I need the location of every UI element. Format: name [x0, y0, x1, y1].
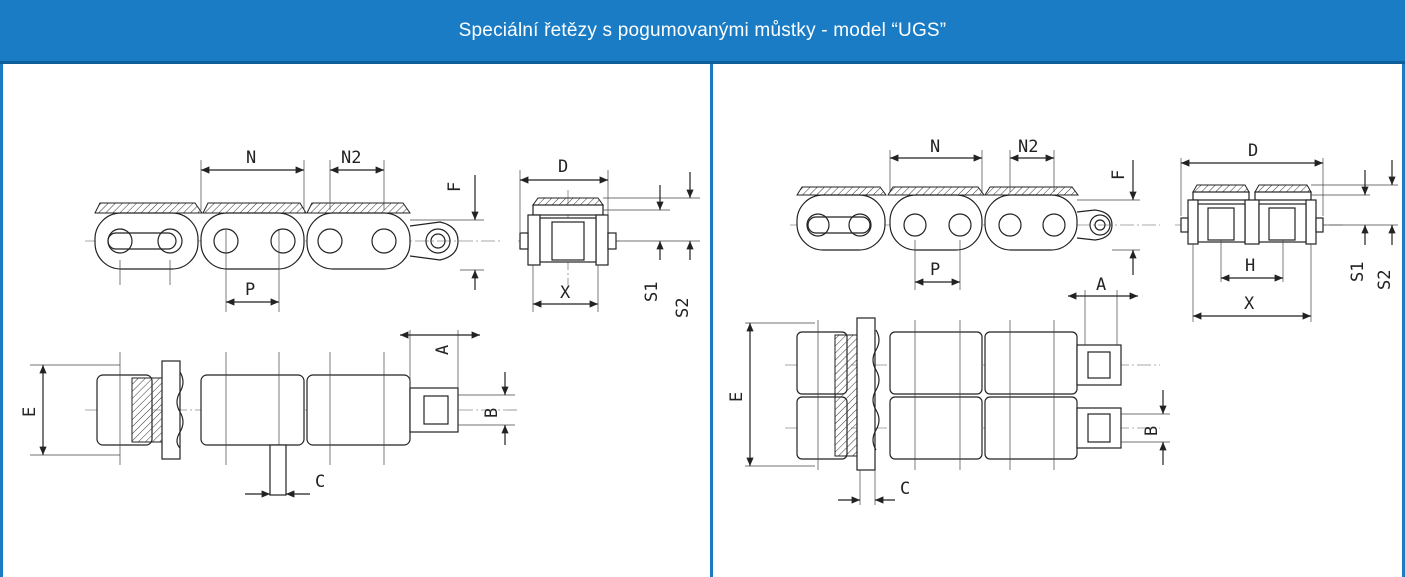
dim-label-p: P — [245, 280, 255, 300]
left-dimension-n: N — [201, 148, 304, 174]
dim-label-b: B — [482, 408, 502, 418]
dim-label-x: X — [560, 283, 571, 303]
dim-label-x-right: X — [1244, 294, 1255, 314]
dim-label-n2-right: N2 — [1018, 137, 1038, 157]
right-dimension-d: D — [1181, 141, 1323, 167]
header-bar: Speciální řetězy s pogumovanými můstky -… — [0, 0, 1405, 64]
dim-label-s1-right: S1 — [1348, 262, 1368, 282]
left-dimension-c: C — [245, 472, 325, 498]
left-dimension-e: E — [20, 365, 47, 455]
panel-divider — [710, 64, 713, 577]
left-dimension-s1: S1 — [642, 185, 664, 302]
right-chain-top-view — [745, 290, 1170, 505]
right-dimension-s2: S2 — [1375, 160, 1396, 290]
right-dimension-n2: N2 — [1010, 137, 1054, 162]
left-dimension-x: X — [533, 283, 598, 308]
dim-label-s2: S2 — [673, 298, 693, 318]
right-dimension-b: B — [1142, 390, 1167, 465]
dim-label-p-right: P — [930, 260, 940, 280]
dim-label-f: F — [445, 182, 465, 192]
left-dimension-d: D — [520, 157, 608, 184]
right-dimension-f: F — [1077, 160, 1140, 275]
left-dimension-n2: N2 — [330, 148, 384, 174]
right-dimension-p: P — [915, 260, 960, 286]
dim-label-b-right: B — [1142, 426, 1162, 436]
dim-label-c-right: C — [900, 479, 910, 499]
right-dimension-s1: S1 — [1348, 170, 1369, 282]
right-dimension-c: C — [838, 479, 910, 504]
dim-label-n: N — [246, 148, 256, 168]
right-dimension-n: N — [890, 137, 982, 162]
right-dimension-x: X — [1193, 294, 1311, 320]
left-dimension-a: A — [400, 331, 480, 355]
dim-label-e: E — [20, 407, 40, 417]
dim-label-f-right: F — [1109, 170, 1129, 180]
left-chain-side-view — [85, 160, 500, 312]
dim-label-d: D — [558, 157, 568, 177]
dim-label-n-right: N — [930, 137, 940, 157]
dim-label-c: C — [315, 472, 325, 492]
dim-label-a: A — [433, 345, 453, 355]
left-dimension-p: P — [226, 280, 279, 306]
right-dimension-a: A — [1068, 275, 1138, 300]
right-chain-cross-section — [1175, 158, 1398, 322]
left-chain-cross-section — [518, 170, 700, 312]
right-chain-side-view — [790, 150, 1160, 290]
left-dimension-b: B — [482, 372, 509, 445]
left-dimension-s2: S2 — [673, 172, 694, 318]
right-dimension-e: E — [727, 323, 754, 466]
dim-label-n2: N2 — [341, 148, 361, 168]
dim-label-e-right: E — [727, 392, 747, 402]
left-dimension-f: F — [410, 175, 484, 290]
dim-label-s2-right: S2 — [1375, 270, 1395, 290]
right-dimension-h: H — [1221, 256, 1283, 282]
dim-label-h-right: H — [1245, 256, 1255, 276]
dim-label-a-right: A — [1096, 275, 1106, 295]
left-chain-top-view — [30, 330, 520, 496]
dim-label-d-right: D — [1248, 141, 1258, 161]
dim-label-s1: S1 — [642, 282, 662, 302]
page-title: Speciální řetězy s pogumovanými můstky -… — [458, 19, 947, 41]
